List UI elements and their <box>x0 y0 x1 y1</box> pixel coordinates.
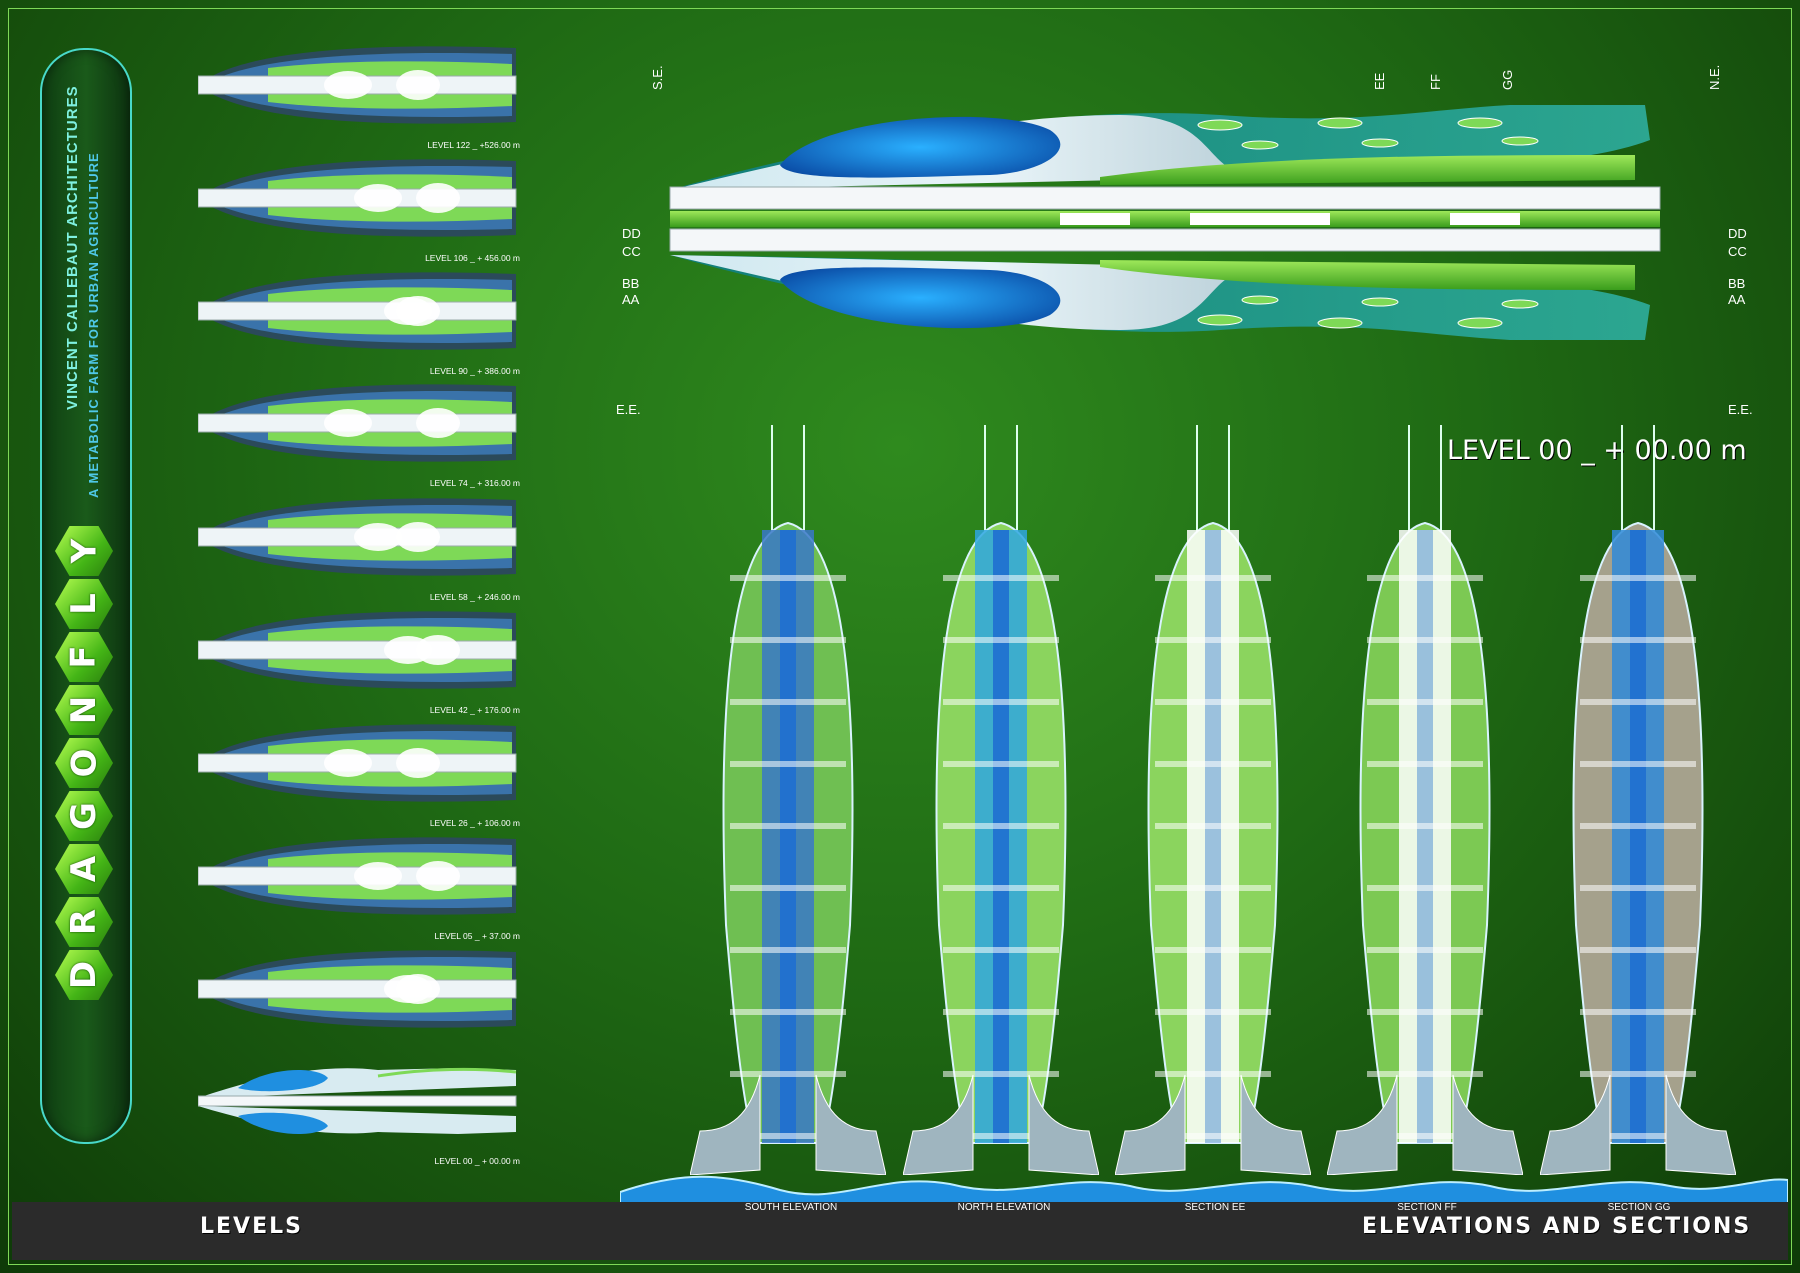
level-plan-drawing <box>197 611 517 689</box>
marker-ee-left: E.E. <box>616 402 641 417</box>
level-plan <box>197 494 520 580</box>
level-plan-drawing <box>197 724 517 802</box>
logo-hex: D <box>55 950 113 1000</box>
level-plan <box>197 720 520 806</box>
elevation-caption: SECTION EE <box>1184 1202 1246 1213</box>
logo-hex: F <box>55 632 113 682</box>
level-label: LEVEL 58 _ + 246.00 m <box>429 592 520 602</box>
logo-hex: A <box>55 844 113 894</box>
elevation-caption: SECTION FF <box>1397 1202 1457 1213</box>
logo-hex: O <box>55 738 113 788</box>
ground-wave <box>620 1175 1788 1206</box>
level-label: LEVEL 90 _ + 386.00 m <box>429 366 520 376</box>
project-subtitle: A METABOLIC FARM FOR URBAN AGRICULTURE <box>86 152 101 498</box>
elevation-caption: SECTION GG <box>1607 1202 1671 1213</box>
marker-ee-right: E.E. <box>1728 402 1753 417</box>
tower-drawing <box>1327 425 1523 1175</box>
marker-se: S.E. <box>650 65 665 90</box>
marker-ee: EE <box>1372 72 1387 90</box>
logo-letter: R <box>64 908 104 936</box>
marker-aa-left: AA <box>622 292 640 307</box>
logo-hex: N <box>55 685 113 735</box>
marker-gg: GG <box>1500 69 1515 90</box>
tower-drawing <box>1540 425 1736 1175</box>
marker-cc-right: CC <box>1728 244 1747 259</box>
logo-hex: L <box>55 579 113 629</box>
logo-letter: O <box>64 748 104 778</box>
level-plan-drawing <box>197 46 517 124</box>
level-label: LEVEL 122 _ +526.00 m <box>427 140 520 150</box>
main-plan-drawing <box>669 105 1661 340</box>
logo-hex: G <box>55 791 113 841</box>
marker-cc-left: CC <box>622 244 641 259</box>
marker-ne: N.E. <box>1707 64 1722 90</box>
marker-dd-right: DD <box>1728 226 1747 241</box>
main-plan <box>660 95 1710 425</box>
level-plan-drawing <box>197 384 517 462</box>
marker-ff: FF <box>1428 74 1443 90</box>
logo-hex: R <box>55 897 113 947</box>
level-plan <box>197 155 520 241</box>
tower-drawing <box>690 425 886 1175</box>
marker-dd-left: DD <box>622 226 641 241</box>
marker-bb-right: BB <box>1728 276 1746 291</box>
level-label: LEVEL 42 _ + 176.00 m <box>429 705 520 715</box>
footer-bar <box>12 1202 1788 1260</box>
level-plan-drawing <box>197 837 517 915</box>
level-plan <box>197 268 520 354</box>
level-plan <box>197 1058 520 1144</box>
level-label: LEVEL 05 _ + 37.00 m <box>434 931 520 941</box>
level-plan <box>197 833 520 919</box>
level-plan <box>197 607 520 693</box>
logo-letter: D <box>63 960 104 990</box>
level-plan-drawing <box>197 950 517 1028</box>
level-plan <box>197 380 520 466</box>
footer-elevations-label: ELEVATIONS AND SECTIONS <box>1362 1214 1752 1239</box>
tower-elevation <box>1115 425 1311 1175</box>
level-plan <box>197 946 520 1032</box>
tower-drawing <box>1115 425 1311 1175</box>
marker-bb-left: BB <box>622 276 640 291</box>
level-label: LEVEL 26 _ + 106.00 m <box>429 818 520 828</box>
logo-letter: G <box>63 802 104 830</box>
elevation-caption: NORTH ELEVATION <box>957 1202 1051 1213</box>
main-plan-title: LEVEL 00 _ + 00.00 m <box>1447 435 1747 466</box>
level-plan-drawing <box>197 272 517 350</box>
marker-aa-right: AA <box>1728 292 1746 307</box>
tower-elevation <box>1327 425 1523 1175</box>
tower-elevation <box>903 425 1099 1175</box>
level-label: LEVEL 74 _ + 316.00 m <box>429 478 520 488</box>
tower-elevation <box>690 425 886 1175</box>
logo-letter: F <box>63 645 104 669</box>
logo-letter: Y <box>64 538 104 564</box>
office-name: VINCENT CALLEBAUT ARCHITECTURES <box>64 85 81 410</box>
level-plan <box>197 42 520 128</box>
level-label: LEVEL 00 _ + 00.00 m <box>434 1156 520 1166</box>
level-label: LEVEL 106 _ + 456.00 m <box>425 253 520 263</box>
logo-letter: L <box>63 593 104 615</box>
level-plan-drawing <box>197 159 517 237</box>
logo-letter: N <box>64 695 104 725</box>
footer-levels-label: LEVELS <box>200 1214 303 1239</box>
level-plan-drawing <box>197 498 517 576</box>
level-plan-drawing <box>197 1067 517 1135</box>
elevation-caption: SOUTH ELEVATION <box>744 1202 838 1213</box>
logo-hex: Y <box>55 526 113 576</box>
logo-letter: A <box>63 855 104 883</box>
tower-drawing <box>903 425 1099 1175</box>
tower-elevation <box>1540 425 1736 1175</box>
